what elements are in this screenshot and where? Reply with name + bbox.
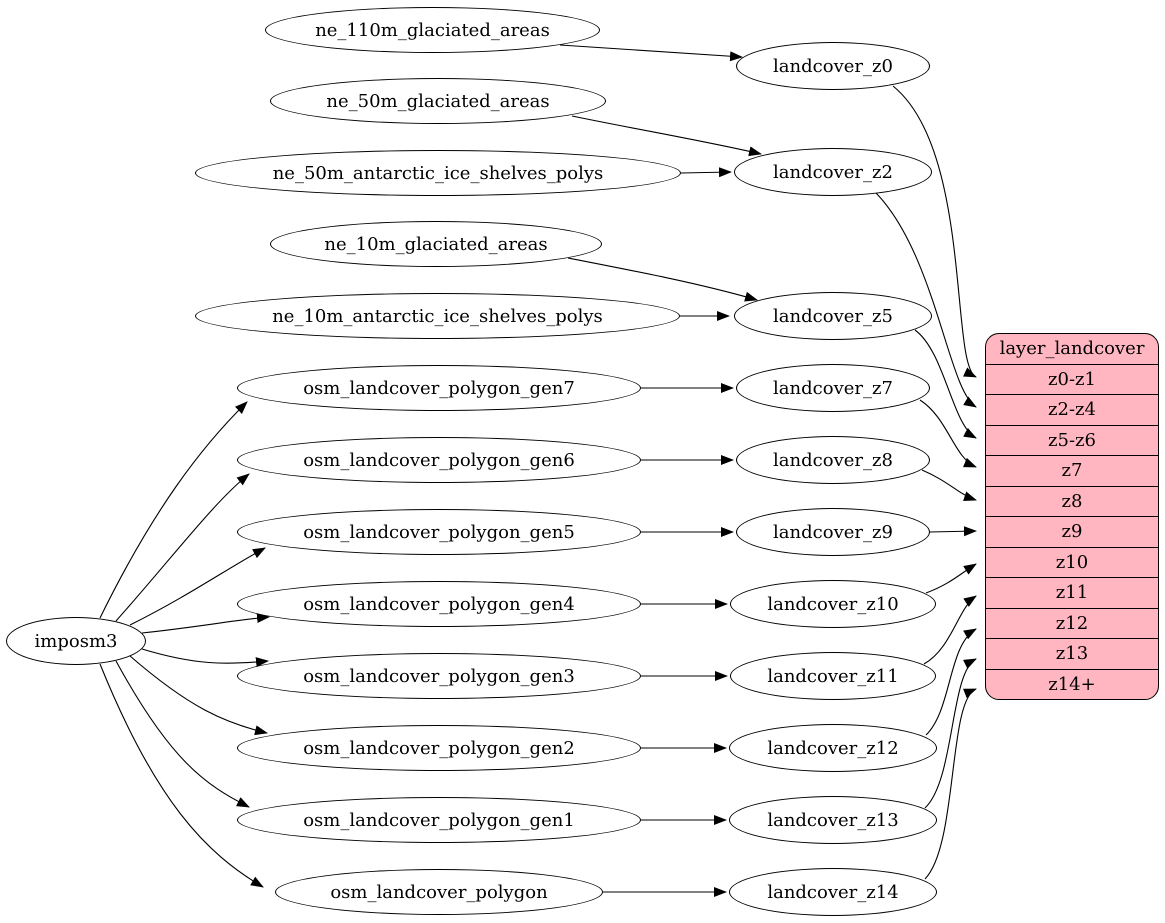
node-label: osm_landcover_polygon_gen2 xyxy=(303,737,575,759)
node-osm_landcover_polygon_gen2: osm_landcover_polygon_gen2 xyxy=(237,725,641,771)
node-label: landcover_z0 xyxy=(773,55,893,77)
node-ne_10m_antarctic_ice_shelves_polys: ne_10m_antarctic_ice_shelves_polys xyxy=(195,293,680,339)
edge-landcover_z10-to-row-z10 xyxy=(925,563,977,594)
table-header-layer_landcover: layer_landcover xyxy=(999,338,1145,360)
node-label: landcover_z13 xyxy=(767,809,899,831)
table-row-z13: z13 xyxy=(986,638,1158,669)
table-row-z10: z10 xyxy=(986,546,1158,578)
node-landcover_z9: landcover_z9 xyxy=(736,508,930,556)
node-landcover_z8: landcover_z8 xyxy=(736,436,930,484)
edge-imposm3-to-osm_landcover_polygon_gen5 xyxy=(129,547,266,626)
node-osm_landcover_polygon: osm_landcover_polygon xyxy=(275,869,603,915)
table-row-z8: z8 xyxy=(986,485,1158,517)
edge-landcover_z0-to-row-z0-z1 xyxy=(892,85,977,378)
node-osm_landcover_polygon_gen4: osm_landcover_polygon_gen4 xyxy=(237,581,641,627)
edge-landcover_z12-to-row-z12 xyxy=(925,628,977,736)
node-ne_10m_glaciated_areas: ne_10m_glaciated_areas xyxy=(270,221,602,267)
table-row-z0-z1: z0-z1 xyxy=(986,363,1158,395)
edge-ne_110m_glaciated_areas-to-landcover_z0 xyxy=(559,44,743,62)
node-osm_landcover_polygon_gen6: osm_landcover_polygon_gen6 xyxy=(237,437,641,483)
edge-landcover_z8-to-row-z8 xyxy=(921,469,977,501)
table-row-z9: z9 xyxy=(986,516,1158,547)
node-label: landcover_z14 xyxy=(767,881,899,903)
node-label: landcover_z12 xyxy=(767,737,899,759)
node-landcover_z13: landcover_z13 xyxy=(729,796,937,844)
node-label: osm_landcover_polygon_gen5 xyxy=(303,521,575,543)
node-osm_landcover_polygon_gen3: osm_landcover_polygon_gen3 xyxy=(237,653,641,699)
table-row-z2-z4: z2-z4 xyxy=(986,394,1158,425)
edge-imposm3-to-osm_landcover_polygon_gen3 xyxy=(141,648,269,668)
table-row-z7: z7 xyxy=(986,455,1158,486)
node-label: landcover_z10 xyxy=(767,593,899,615)
node-imposm3: imposm3 xyxy=(6,617,146,665)
edge-ne_50m_antarctic_ice_shelves_polys-to-landcover_z2 xyxy=(680,167,732,178)
edge-imposm3-to-osm_landcover_polygon_gen2 xyxy=(129,655,268,736)
node-landcover_z14: landcover_z14 xyxy=(729,868,937,916)
node-osm_landcover_polygon_gen7: osm_landcover_polygon_gen7 xyxy=(237,365,641,411)
node-label: osm_landcover_polygon_gen7 xyxy=(303,377,575,399)
node-label: landcover_z5 xyxy=(773,305,893,327)
node-ne_50m_antarctic_ice_shelves_polys: ne_50m_antarctic_ice_shelves_polys xyxy=(195,150,681,196)
edge-landcover_z14-to-row-z14plus xyxy=(924,688,977,880)
node-landcover_z11: landcover_z11 xyxy=(730,652,936,700)
edge-imposm3-to-osm_landcover_polygon_gen6 xyxy=(115,473,250,622)
node-label: ne_110m_glaciated_areas xyxy=(315,19,550,41)
edge-imposm3-to-osm_landcover_polygon xyxy=(99,663,264,888)
node-osm_landcover_polygon_gen5: osm_landcover_polygon_gen5 xyxy=(237,509,641,555)
node-osm_landcover_polygon_gen1: osm_landcover_polygon_gen1 xyxy=(237,797,641,843)
table-row-z12: z12 xyxy=(986,607,1158,639)
node-landcover_z10: landcover_z10 xyxy=(730,580,936,628)
node-landcover_z5: landcover_z5 xyxy=(734,292,932,340)
edge-ne_10m_glaciated_areas-to-landcover_z5 xyxy=(567,257,758,302)
node-label: ne_10m_antarctic_ice_shelves_polys xyxy=(272,305,603,327)
node-landcover_z7: landcover_z7 xyxy=(736,364,930,412)
node-label: osm_landcover_polygon_gen6 xyxy=(303,449,575,471)
edge-ne_50m_glaciated_areas-to-landcover_z2 xyxy=(571,115,762,157)
node-label: osm_landcover_polygon_gen3 xyxy=(303,665,575,687)
node-label: landcover_z2 xyxy=(773,161,893,183)
table-row-z14plus: z14+ xyxy=(986,668,1158,700)
edge-imposm3-to-osm_landcover_polygon_gen7 xyxy=(99,401,248,619)
node-label: ne_10m_glaciated_areas xyxy=(324,233,548,255)
node-landcover_z2: landcover_z2 xyxy=(734,148,932,196)
node-label: osm_landcover_polygon xyxy=(330,881,548,903)
node-ne_110m_glaciated_areas: ne_110m_glaciated_areas xyxy=(265,7,600,53)
table-row-z5-z6: z5-z6 xyxy=(986,424,1158,456)
node-landcover_z12: landcover_z12 xyxy=(729,724,937,772)
table-row-z11: z11 xyxy=(986,577,1158,608)
node-label: landcover_z9 xyxy=(773,521,893,543)
node-label: landcover_z8 xyxy=(773,449,893,471)
edge-landcover_z9-to-row-z9 xyxy=(929,526,977,537)
edge-imposm3-to-osm_landcover_polygon_gen4 xyxy=(141,613,270,634)
node-label: ne_50m_antarctic_ice_shelves_polys xyxy=(272,162,604,184)
node-label: osm_landcover_polygon_gen4 xyxy=(303,593,575,615)
node-label: osm_landcover_polygon_gen1 xyxy=(303,809,575,831)
node-label: landcover_z7 xyxy=(773,377,893,399)
node-label: landcover_z11 xyxy=(767,665,899,687)
node-label: imposm3 xyxy=(34,630,118,652)
edge-imposm3-to-osm_landcover_polygon_gen1 xyxy=(115,660,250,808)
node-label: ne_50m_glaciated_areas xyxy=(326,90,550,112)
node-landcover_z0: landcover_z0 xyxy=(736,42,930,90)
node-ne_50m_glaciated_areas: ne_50m_glaciated_areas xyxy=(270,78,606,124)
table-layer_landcover: layer_landcover z0-z1 z2-z4 z5-z6 z7 z8 … xyxy=(985,333,1159,700)
